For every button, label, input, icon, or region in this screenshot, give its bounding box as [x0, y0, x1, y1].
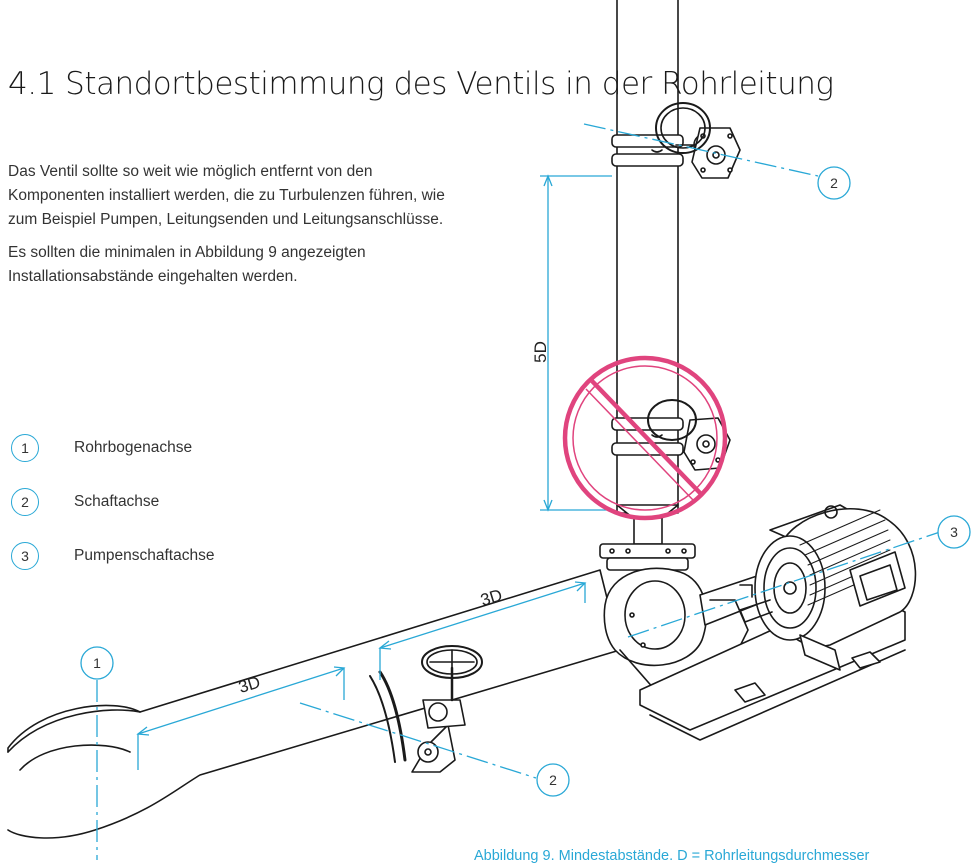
- figure-caption: Abbildung 9. Mindestabstände. D = Rohrle…: [474, 848, 870, 864]
- intro-paragraph-2: Es sollten die minimalen in Abbildung 9 …: [8, 244, 366, 285]
- intro-paragraph-1: Das Ventil sollte so weit wie möglich en…: [8, 163, 445, 228]
- callout-number-2-top: 2: [830, 175, 838, 191]
- horizontal-valve: [411, 645, 483, 773]
- callout-number-2-bottom: 2: [549, 772, 557, 788]
- axis-line-lower-shaft: [299, 702, 537, 779]
- lower-valve: [647, 399, 731, 471]
- legend-label-1: Rohrbogenachse: [74, 439, 193, 456]
- legend-item-elbow-axis: 1 Rohrbogenachse: [11, 432, 214, 464]
- axis-line-upper-shaft: [583, 123, 819, 177]
- page-title: 4.1 Standortbestimmung des Ventils in de…: [8, 66, 834, 102]
- legend-number-1: 1: [11, 434, 39, 462]
- callout-number-1: 1: [93, 655, 101, 671]
- legend-label-3: Pumpenschaftachse: [74, 547, 215, 564]
- axis-line-pump-shaft: [627, 531, 941, 638]
- pump-inlet-flange: [599, 517, 696, 571]
- dimension-line-5d: [540, 175, 612, 511]
- legend: 1 Rohrbogenachse 2 Schaftachse 3 Pumpens…: [11, 432, 214, 594]
- legend-label-2: Schaftachse: [74, 493, 160, 510]
- legend-number-2: 2: [11, 488, 39, 516]
- horizontal-pipe: [7, 569, 621, 839]
- legend-item-pump-shaft-axis: 3 Pumpenschaftachse: [11, 540, 214, 572]
- prohibited-position-sign: [562, 355, 728, 521]
- legend-item-shaft-axis: 2 Schaftachse: [11, 486, 214, 518]
- callout-shaft-axis-top: 2: [817, 166, 851, 200]
- intro-text: Das Ventil sollte so weit wie möglich en…: [8, 160, 448, 298]
- motor: [639, 504, 917, 741]
- legend-number-3: 3: [11, 542, 39, 570]
- callout-elbow-axis: 1: [80, 646, 114, 680]
- dimension-label-5d: 5D: [531, 341, 550, 363]
- callout-pump-shaft-axis: 3: [937, 515, 971, 549]
- callout-number-3: 3: [950, 524, 958, 540]
- callout-shaft-axis-bottom: 2: [536, 763, 570, 797]
- dimension-line-3d-near: [379, 582, 586, 680]
- dimension-line-3d-far: [137, 667, 345, 770]
